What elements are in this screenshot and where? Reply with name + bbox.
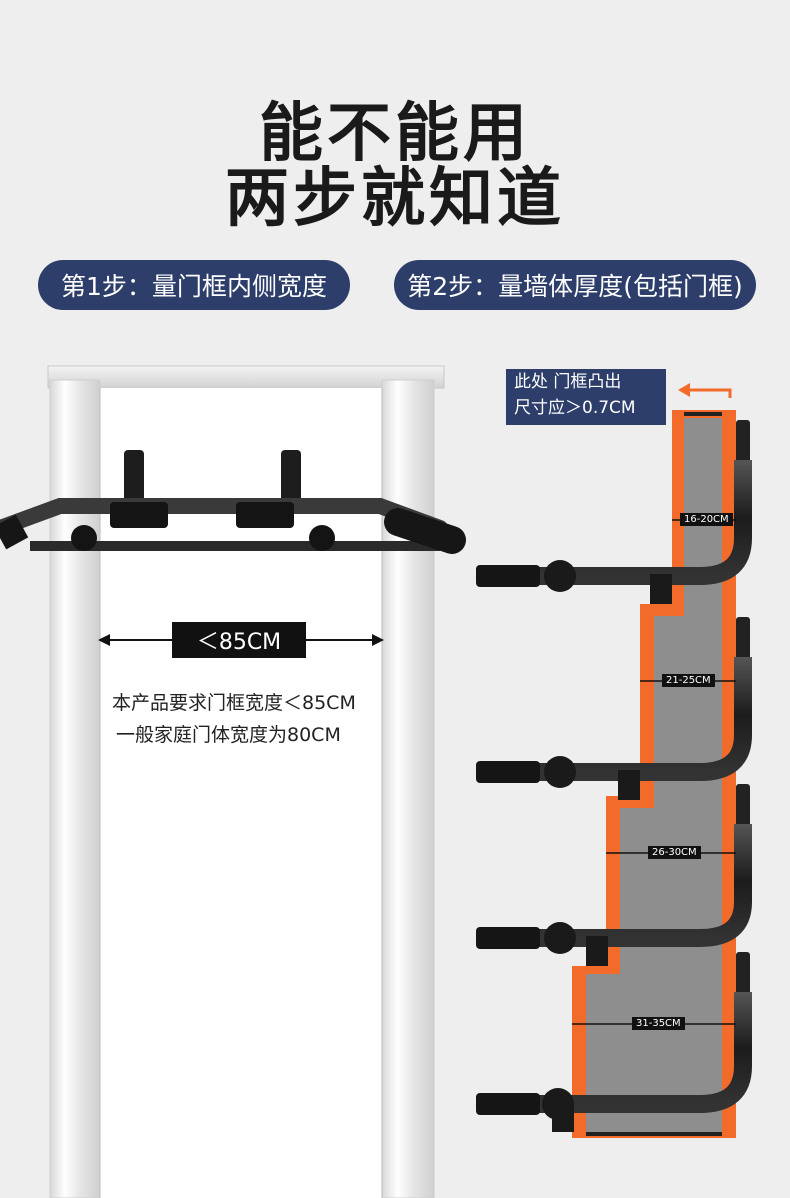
- door-frame: [47, 365, 445, 1198]
- protrusion-callout: 此处 门框凸出 尺寸应＞0.7CM: [506, 369, 666, 425]
- callout-line1: 此处 门框凸出: [514, 372, 622, 392]
- range-tag-2: 21-25CM: [662, 674, 715, 687]
- step2-pill: 第2步：量墙体厚度(包括门框): [394, 260, 756, 310]
- width-label: ＜85CM: [172, 622, 306, 658]
- frame-note-2: 一般家庭门体宽度为80CM: [116, 724, 341, 746]
- pullup-bar-mount-2: [476, 617, 752, 800]
- pullup-bar-left: [0, 450, 466, 554]
- range-tag-1: 16-20CM: [680, 513, 733, 526]
- frame-note-1: 本产品要求门框宽度＜85CM: [112, 692, 356, 714]
- page-title-line1: 能不能用: [259, 97, 531, 171]
- step1-pill: 第1步：量门框内侧宽度: [38, 260, 350, 310]
- pullup-bar-mount-3: [476, 784, 752, 966]
- range-tag-3: 26-30CM: [648, 846, 701, 859]
- pullup-bar-mount-1: [476, 420, 752, 604]
- callout-line2: 尺寸应＞0.7CM: [514, 398, 636, 418]
- pullup-bar-mount-4: [476, 952, 752, 1132]
- page-title-line2: 两步就知道: [225, 162, 565, 236]
- range-tag-4: 31-35CM: [632, 1017, 685, 1030]
